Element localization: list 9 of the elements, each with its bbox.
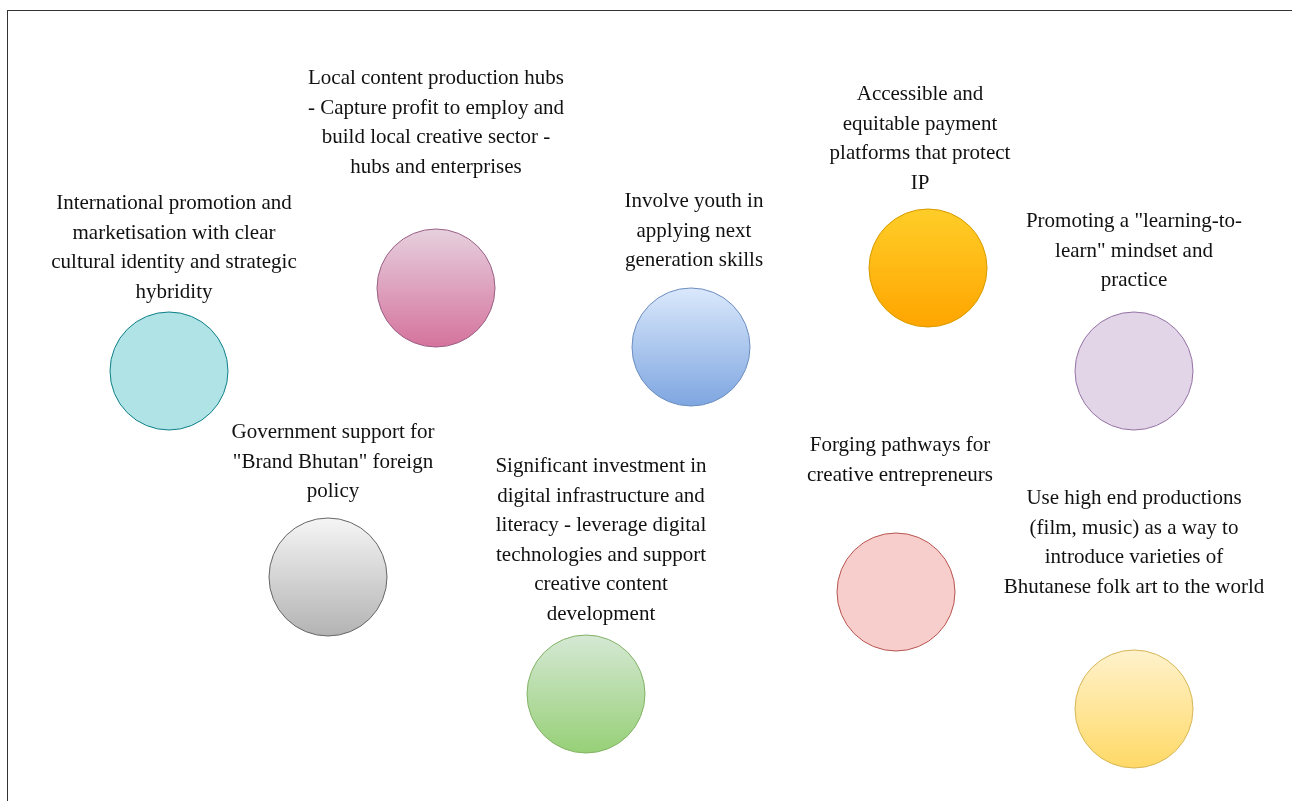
node-label: Use high end productions (film, music) as a way to introduce varieties of Bhutanese folk art to the world <box>1003 484 1265 600</box>
node-label: Local content production hubs - Capture profit to employ and build local creative sector - hubs and enterprises <box>307 64 565 180</box>
node-label: Accessible and equitable payment platforms that protect IP <box>828 80 1012 196</box>
node-label: Significant investment in digital infrastructure and literacy - leverage digital technologies and support creative content development <box>494 452 708 627</box>
node-label: Involve youth in applying next generation skills <box>623 187 765 274</box>
node-label: Promoting a "learning-to-learn" mindset and practice <box>1024 207 1244 294</box>
node-label: Government support for "Brand Bhutan" foreign policy <box>230 418 436 505</box>
node-label: Forging pathways for creative entrepreneurs <box>806 431 994 488</box>
node-label: International promotion and marketisation with clear cultural identity and strategic hybridity <box>50 189 298 305</box>
